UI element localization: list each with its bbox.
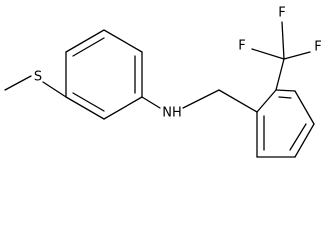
ring2-bond <box>275 89 296 92</box>
structure-diagram: S NH F F F <box>4 6 322 158</box>
aniline-ring <box>65 29 143 120</box>
bond-n-ch2 <box>182 89 220 109</box>
ring2-bond <box>294 90 315 125</box>
bond-methyl-s <box>4 75 32 91</box>
ring2-bond <box>294 123 315 158</box>
ring2-bond <box>256 89 277 113</box>
bond-c-f-left <box>251 48 285 60</box>
ring1-bond <box>65 29 105 53</box>
ring1-bond <box>103 29 143 53</box>
sulfur-atom-label: S <box>34 70 42 85</box>
ring2-double-bond <box>278 96 292 99</box>
bond-c-f-right <box>283 51 311 60</box>
bond-ring-n <box>141 96 161 109</box>
fluorine-top-label: F <box>278 6 285 21</box>
bond-s-ring <box>42 81 67 98</box>
ring2-double-bond <box>289 123 307 151</box>
bond-ch2-ring <box>218 89 258 113</box>
fluorine-right-label: F <box>314 40 321 55</box>
ring1-double-bond <box>72 37 105 57</box>
fluorine-left-label: F <box>238 39 245 54</box>
bond-ring-cf3 <box>275 58 285 91</box>
ring1-bond <box>65 96 105 120</box>
amine-atom-label: NH <box>162 106 182 121</box>
bond-c-f-top <box>281 21 285 60</box>
ring1-double-bond <box>72 92 105 112</box>
ring1-bond <box>103 96 143 120</box>
benzyl-ring <box>256 89 315 158</box>
